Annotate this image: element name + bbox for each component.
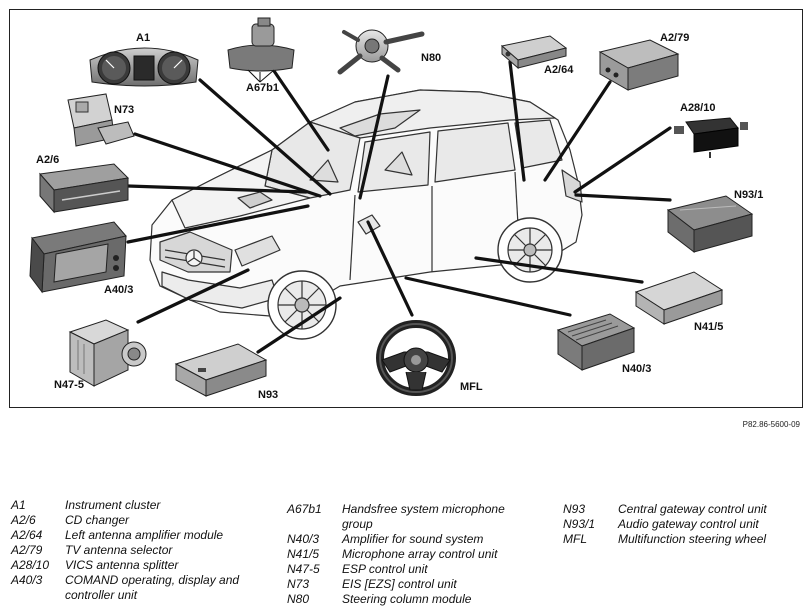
- comand-unit-illustration: [29, 221, 127, 294]
- legend-code: A67b1: [287, 502, 322, 516]
- steering-column-module-illustration: [337, 29, 425, 75]
- legend-code: A28/10: [11, 558, 50, 572]
- steering-wheel-illustration: [376, 320, 456, 396]
- legend-description: Instrument cluster: [65, 498, 161, 512]
- legend-description: Audio gateway control unit: [618, 517, 759, 531]
- legend-code: A2/64: [11, 528, 43, 542]
- legend-code: N93/1: [563, 517, 596, 531]
- label-mfl: MFL: [460, 381, 483, 393]
- legend-description: Amplifier for sound system: [342, 532, 484, 546]
- legend-code: A2/79: [11, 543, 43, 557]
- legend-code: A1: [11, 498, 26, 512]
- legend-code: A2/6: [11, 513, 36, 527]
- label-a2-6: A2/6: [36, 154, 59, 166]
- legend-code: N93: [563, 502, 586, 516]
- legend-description: ESP control unit: [342, 562, 428, 576]
- legend-description: Multifunction steering wheel: [618, 532, 767, 546]
- legend-description: COMAND operating, display and controller…: [65, 573, 240, 602]
- instrument-cluster-illustration: [89, 47, 199, 87]
- legend-code: N40/3: [287, 532, 320, 546]
- legend-code: N47-5: [287, 562, 320, 576]
- amplifier-illustration: [556, 313, 636, 371]
- legend-description: TV antenna selector: [65, 543, 173, 557]
- legend: A1 Instrument cluster A2/6 CD changer A2…: [0, 498, 812, 615]
- label-a28-10: A28/10: [680, 102, 715, 114]
- legend-description: Microphone array control unit: [342, 547, 498, 561]
- legend-description: Central gateway control unit: [618, 502, 767, 516]
- document-number: P82.86-5600-09: [742, 420, 800, 429]
- audio-gateway-illustration: [666, 195, 754, 254]
- leader-lines: [126, 60, 672, 354]
- component-labels: A1 A67b1 N80 A2/64 A2/79 N73 A28/10 A2/6…: [36, 32, 763, 401]
- label-a1: A1: [136, 32, 150, 44]
- label-n47-5: N47-5: [54, 379, 84, 391]
- legend-description: VICS antenna splitter: [65, 558, 179, 572]
- legend-code: N41/5: [287, 547, 320, 561]
- label-n93: N93: [258, 389, 278, 401]
- tv-antenna-selector-illustration: [598, 39, 680, 91]
- cd-changer-illustration: [39, 163, 130, 214]
- microphone-array-unit-illustration: [634, 271, 724, 325]
- central-gateway-illustration: [174, 343, 268, 397]
- legend-description: Steering column module: [342, 592, 472, 606]
- label-a2-79: A2/79: [660, 32, 689, 44]
- label-a67b1: A67b1: [246, 82, 279, 94]
- legend-description: CD changer: [65, 513, 130, 527]
- eis-control-unit-illustration: [67, 93, 135, 147]
- label-n41-5: N41/5: [694, 321, 723, 333]
- legend-code: N73: [287, 577, 310, 591]
- legend-description: Left antenna amplifier module: [65, 528, 224, 542]
- esp-control-unit-illustration: [68, 319, 147, 387]
- label-n40-3: N40/3: [622, 363, 651, 375]
- label-n80: N80: [421, 52, 441, 64]
- label-n73: N73: [114, 104, 134, 116]
- legend-code: N80: [287, 592, 310, 606]
- label-a40-3: A40/3: [104, 284, 133, 296]
- component-location-diagram: A1 A67b1 N80 A2/64 A2/79 N73 A28/10 A2/6…: [9, 9, 803, 408]
- label-n93-1: N93/1: [734, 189, 763, 201]
- microphone-group-illustration: [227, 17, 295, 83]
- legend-description: Handsfree system microphone group: [342, 502, 505, 531]
- antenna-amplifier-illustration: [500, 35, 568, 70]
- legend-code: MFL: [563, 532, 587, 546]
- legend-code: A40/3: [11, 573, 43, 587]
- legend-description: EIS [EZS] control unit: [342, 577, 457, 591]
- vics-splitter-illustration: [674, 117, 748, 158]
- label-a2-64: A2/64: [544, 64, 574, 76]
